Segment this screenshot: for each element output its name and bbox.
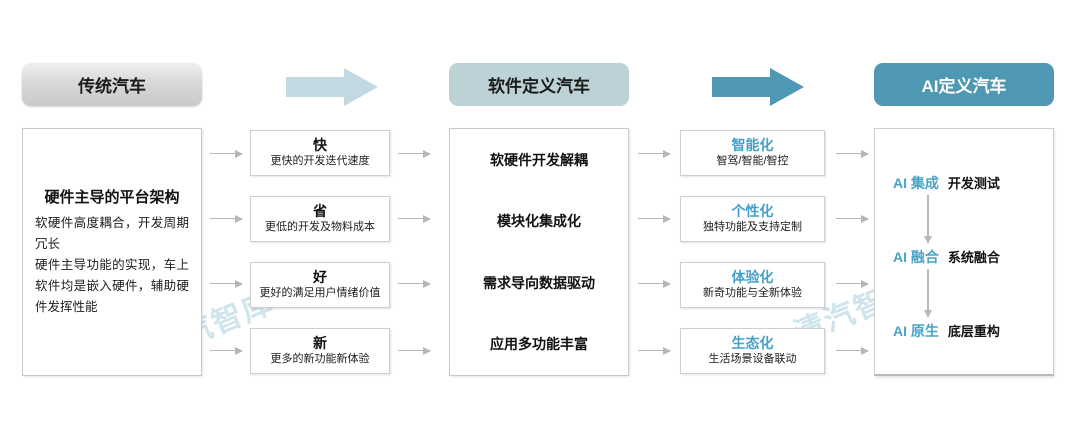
connector-arrow bbox=[210, 283, 242, 284]
capability-card-sub: 智驾/智能/智控 bbox=[716, 155, 789, 167]
benefit-card: 新 更多的新功能新体验 bbox=[250, 328, 390, 374]
benefit-card-head: 好 bbox=[313, 269, 327, 285]
header-pill-legacy-label: 传统汽车 bbox=[78, 77, 146, 96]
ai-stage-desc: 开发测试 bbox=[947, 176, 1000, 191]
benefit-card: 省 更低的开发及物料成本 bbox=[250, 196, 390, 242]
connector-arrow bbox=[638, 283, 670, 284]
software-feature-item: 软硬件开发解耦 bbox=[490, 151, 588, 168]
capability-card-head: 智能化 bbox=[731, 137, 774, 153]
software-feature-panel: 软硬件开发解耦 模块化集成化 需求导向数据驱动 应用多功能丰富 bbox=[449, 128, 629, 376]
connector-arrow bbox=[638, 350, 670, 351]
benefit-card-sub: 更多的新功能新体验 bbox=[270, 353, 370, 365]
transition-arrow-1 bbox=[286, 68, 378, 106]
transition-arrow-2 bbox=[712, 68, 804, 106]
capability-card-head: 个性化 bbox=[731, 203, 774, 219]
ai-stage-panel: AI 集成 开发测试 AI 融合 系统融合 AI 原生 底层重构 bbox=[874, 128, 1054, 376]
header-pill-software-label: 软件定义汽车 bbox=[488, 77, 590, 96]
connector-arrow bbox=[398, 350, 430, 351]
benefit-card: 快 更快的开发迭代速度 bbox=[250, 130, 390, 176]
benefit-card: 好 更好的满足用户情绪价值 bbox=[250, 262, 390, 308]
software-feature-item: 应用多功能丰富 bbox=[490, 336, 588, 353]
benefit-card-sub: 更低的开发及物料成本 bbox=[265, 221, 375, 233]
connector-arrow bbox=[638, 153, 670, 154]
ai-stage-row: AI 集成 开发测试 bbox=[893, 173, 1000, 193]
software-feature-item: 需求导向数据驱动 bbox=[483, 274, 595, 291]
header-pill-ai: AI定义汽车 bbox=[874, 63, 1054, 106]
ai-stage-row: AI 原生 底层重构 bbox=[893, 321, 1000, 341]
connector-arrow bbox=[398, 153, 430, 154]
connector-arrow bbox=[210, 153, 242, 154]
connector-arrow bbox=[398, 218, 430, 219]
connector-arrow bbox=[398, 283, 430, 284]
legacy-panel-title: 硬件主导的平台架构 bbox=[44, 189, 180, 206]
capability-card-sub: 生活场景设备联动 bbox=[708, 353, 797, 365]
header-pill-ai-label: AI定义汽车 bbox=[921, 77, 1007, 96]
legacy-panel-paragraph-1: 软硬件高度耦合，开发周期冗长 bbox=[35, 216, 189, 251]
connector-arrow bbox=[836, 283, 868, 284]
ai-stage-tag: AI 融合 bbox=[893, 249, 939, 265]
ai-stage-row: AI 融合 系统融合 bbox=[893, 247, 1000, 267]
capability-card-head: 体验化 bbox=[731, 269, 774, 285]
down-arrow-icon bbox=[927, 269, 929, 311]
header-pill-software: 软件定义汽车 bbox=[449, 63, 629, 106]
ai-stage-tag: AI 原生 bbox=[893, 323, 939, 339]
benefit-card-head: 快 bbox=[313, 137, 327, 153]
connector-arrow bbox=[210, 218, 242, 219]
capability-card-sub: 新奇功能与全新体验 bbox=[703, 287, 802, 299]
connector-arrow bbox=[836, 350, 868, 351]
legacy-panel: 硬件主导的平台架构 软硬件高度耦合，开发周期冗长 硬件主导功能的实现，车上软件均… bbox=[22, 128, 202, 376]
benefit-card-head: 新 bbox=[313, 335, 327, 351]
connector-arrow bbox=[836, 153, 868, 154]
ai-stage-desc: 系统融合 bbox=[947, 250, 1000, 265]
header-pill-legacy: 传统汽车 bbox=[22, 63, 202, 106]
connector-arrow bbox=[638, 218, 670, 219]
benefit-card-head: 省 bbox=[313, 203, 327, 219]
down-arrow-icon bbox=[927, 195, 929, 237]
ai-stage-tag: AI 集成 bbox=[893, 175, 939, 191]
connector-arrow bbox=[836, 218, 868, 219]
ai-stage-desc: 底层重构 bbox=[947, 324, 1000, 339]
capability-card: 智能化 智驾/智能/智控 bbox=[680, 130, 825, 176]
capability-card: 体验化 新奇功能与全新体验 bbox=[680, 262, 825, 308]
benefit-card-sub: 更好的满足用户情绪价值 bbox=[259, 287, 381, 299]
legacy-panel-paragraph-2: 硬件主导功能的实现，车上软件均是嵌入硬件，辅助硬件发挥性能 bbox=[35, 258, 189, 314]
capability-card-head: 生态化 bbox=[731, 335, 774, 351]
capability-card-sub: 独特功能及支持定制 bbox=[703, 221, 802, 233]
benefit-card-sub: 更快的开发迭代速度 bbox=[270, 155, 370, 167]
capability-card: 个性化 独特功能及支持定制 bbox=[680, 196, 825, 242]
connector-arrow bbox=[210, 350, 242, 351]
software-feature-item: 模块化集成化 bbox=[497, 213, 581, 230]
capability-card: 生态化 生活场景设备联动 bbox=[680, 328, 825, 374]
